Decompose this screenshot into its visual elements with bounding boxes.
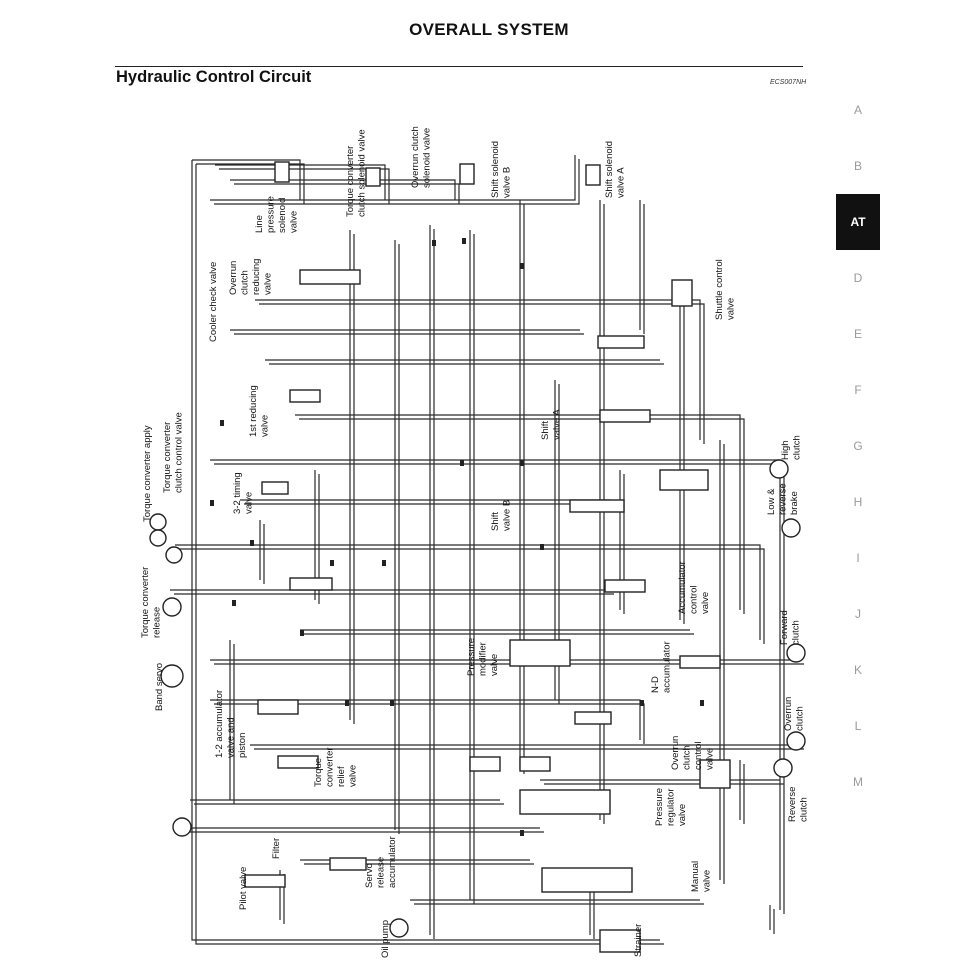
section-title: Hydraulic Control Circuit [116, 68, 312, 86]
torque-converter-apply-label: Torque converter apply [142, 425, 153, 522]
chapter-tab-j[interactable]: J [855, 607, 861, 621]
chapter-tab-b[interactable]: B [853, 159, 862, 173]
overrun-clutch-solenoid-valve-label: Overrun clutchsolenoid valve [410, 126, 433, 188]
reverse-clutch-label: Reverseclutch [787, 787, 810, 822]
document-code: ECS007NH [770, 79, 807, 86]
shift-solenoid-valve-b-label: Shift solenoidvalve B [490, 141, 513, 198]
chapter-tab-e[interactable]: E [853, 327, 862, 341]
chapter-tab-d[interactable]: D [853, 271, 863, 285]
chapter-tab-f[interactable]: F [854, 383, 862, 397]
pressure-regulator-valve-label: Pressureregulatorvalve [654, 788, 688, 826]
chapter-tab-index: A B AT D E F G H I J K L M [836, 82, 880, 810]
shift-valve-a-label: Shiftvalve A [540, 409, 563, 440]
band-servo-label: Band servo [154, 663, 165, 711]
line-pressure-solenoid-valve-label: Linepressuresolenoidvalve [254, 196, 300, 233]
chapter-tab-h[interactable]: H [853, 495, 863, 509]
hydraulic-components [149, 161, 806, 953]
high-clutch-label: Highclutch [780, 435, 803, 460]
forward-clutch-label: Forwardclutch [779, 610, 802, 645]
chapter-tab-m[interactable]: M [853, 775, 863, 789]
cooler-check-valve-label: Cooler check valve [208, 262, 219, 342]
first-reducing-valve-label: 1st reducingvalve [248, 385, 271, 437]
pilot-valve-label: Pilot valve [238, 867, 249, 910]
timing-3-2-valve-label: 3-2 timingvalve [232, 472, 255, 514]
page-header-title: OVERALL SYSTEM [409, 20, 569, 39]
oil-pump-label: Oil pump [380, 920, 391, 958]
hydraulic-lines [170, 155, 804, 945]
chapter-tab-at[interactable]: AT [836, 194, 880, 250]
torque-converter-clutch-solenoid-valve-label: Torque converterclutch solenoid valve [345, 129, 368, 217]
pressure-modifier-valve-label: Pressuremodifiervalve [466, 638, 500, 676]
shift-solenoid-valve-a-label: Shift solenoidvalve A [604, 141, 627, 198]
shift-valve-b-label: Shiftvalve B [490, 500, 513, 531]
header-rule [115, 66, 803, 67]
servo-release-accumulator-label: Servoreleaseaccumulator [364, 836, 398, 888]
accumulator-12-valve-piston-label: 1-2 accumulatorvalve andpiston [214, 690, 248, 758]
manual-valve-label: Manualvalve [690, 861, 713, 892]
overrun-clutch-reducing-valve-label: Overrunclutchreducingvalve [228, 259, 274, 295]
chapter-tab-l[interactable]: L [854, 719, 862, 733]
accumulator-control-valve-label: Accumulatorcontrolvalve [677, 561, 711, 614]
overrun-clutch-label: Overrunclutch [783, 697, 806, 731]
overrun-clutch-control-valve-label: Overrunclutchcontrolvalve [670, 736, 716, 770]
low-reverse-brake-label: Low &reversebrake [766, 483, 800, 515]
torque-converter-clutch-control-valve-label: Torque converterclutch control valve [162, 412, 185, 493]
shuttle-control-valve-label: Shuttle controlvalve [714, 259, 737, 320]
chapter-tab-k[interactable]: K [853, 663, 862, 677]
chapter-tab-g[interactable]: G [853, 439, 863, 453]
torque-converter-release-label: Torque converterrelease [140, 567, 163, 638]
filter-label: Filter [271, 838, 282, 859]
nd-accumulator-label: N-Daccumulator [650, 641, 673, 693]
chapter-tab-a[interactable]: A [853, 103, 862, 117]
torque-converter-relief-valve-label: Torqueconverterreliefvalve [313, 747, 359, 787]
chapter-tab-i[interactable]: I [856, 551, 860, 565]
strainer-label: Strainer [633, 924, 644, 957]
